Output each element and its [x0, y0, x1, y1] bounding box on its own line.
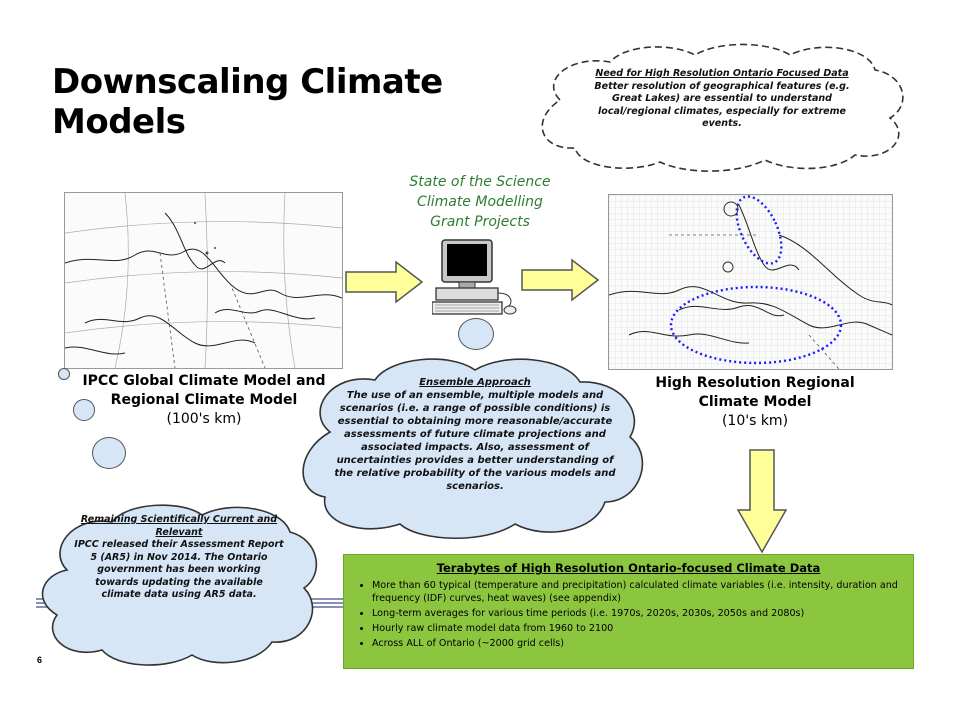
regional-model-caption: High Resolution Regional Climate Model (… — [620, 374, 890, 431]
arrow-down — [736, 448, 788, 554]
cloud-remaining-current: Remaining Scientifically Current and Rel… — [32, 500, 324, 668]
map-grid-coarse — [65, 193, 342, 368]
grant-projects-line-2: Climate Modelling — [417, 194, 543, 210]
list-item: Across ALL of Ontario (~2000 grid cells) — [372, 637, 903, 650]
cloud-shape — [302, 358, 644, 540]
cloud-body: IPCC released their Assessment Report 5 … — [74, 539, 284, 600]
page-title: Downscaling Climate Models — [52, 62, 443, 142]
cloud-heading: Remaining Scientifically Current and Rel… — [80, 514, 278, 538]
arrow-right-2 — [520, 258, 600, 302]
regional-caption-line-1: High Resolution Regional — [655, 375, 855, 391]
cloud-high-resolution-need: Need for High Resolution Ontario Focused… — [520, 40, 915, 175]
regional-model-map — [608, 194, 893, 370]
regional-caption-resolution: (10's km) — [721, 413, 789, 429]
cloud-ensemble-approach: Ensemble Approach The use of an ensemble… — [290, 352, 650, 542]
highlight-ellipse-large — [669, 285, 843, 365]
global-model-caption: IPCC Global Climate Model and Regional C… — [64, 372, 344, 429]
cloud-shape — [41, 504, 318, 666]
page-number: 6 — [37, 655, 43, 665]
map-grid-fine — [609, 195, 892, 369]
data-box-heading: Terabytes of High Resolution Ontario-foc… — [436, 561, 821, 575]
list-item: Hourly raw climate model data from 1960 … — [372, 622, 903, 635]
global-caption-line-2: Regional Climate Model — [110, 392, 298, 408]
thought-bubble-4 — [92, 437, 126, 469]
global-caption-resolution: (100's km) — [166, 411, 242, 427]
cloud-heading: Ensemble Approach — [419, 377, 531, 388]
cloud-body: The use of an ensemble, multiple models … — [334, 390, 616, 492]
grant-projects-line-3: Grant Projects — [430, 214, 530, 230]
list-item: More than 60 typical (temperature and pr… — [372, 579, 903, 605]
cloud-body: Better resolution of geographical featur… — [594, 80, 850, 130]
regional-caption-line-2: Climate Model — [698, 394, 812, 410]
thought-bubble-2 — [58, 368, 70, 380]
list-item: Long-term averages for various time peri… — [372, 607, 903, 620]
data-box-list: More than 60 typical (temperature and pr… — [354, 579, 903, 650]
thought-bubble-1 — [458, 318, 494, 350]
cloud-heading: Need for High Resolution Ontario Focused… — [595, 68, 849, 79]
grant-projects-label: State of the Science Climate Modelling G… — [380, 172, 580, 232]
arrow-right-1 — [344, 260, 424, 304]
cloud-shape — [541, 43, 904, 172]
global-model-map — [64, 192, 343, 369]
computer-icon — [431, 238, 522, 325]
thought-bubble-3 — [73, 399, 95, 421]
grant-projects-line-1: State of the Science — [409, 174, 551, 190]
global-caption-line-1: IPCC Global Climate Model and — [82, 373, 326, 389]
climate-data-box: Terabytes of High Resolution Ontario-foc… — [343, 554, 914, 669]
